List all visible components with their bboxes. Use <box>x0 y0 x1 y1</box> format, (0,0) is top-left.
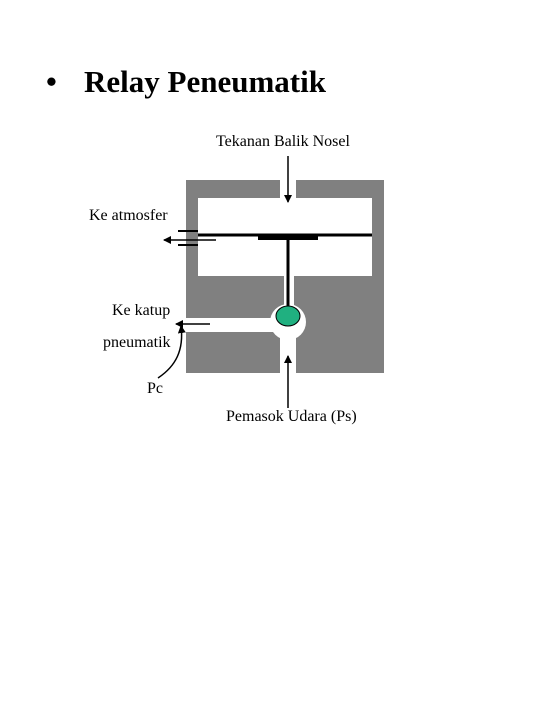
title-text: Relay Peneumatik <box>84 64 326 99</box>
slide-title: • Relay Peneumatik <box>46 64 326 100</box>
label-to-valve-line1: Ke katup <box>112 302 171 319</box>
diaphragm-plate <box>258 234 318 240</box>
label-supply-air: Pemasok Udara (Ps) <box>226 408 357 425</box>
ball-valve <box>275 305 301 327</box>
pc-pointer <box>157 325 186 379</box>
label-to-valve-line2: pneumatik <box>103 334 171 351</box>
label-to-atmosphere: Ke atmosfer <box>89 207 168 224</box>
outlet-passage <box>186 318 278 332</box>
label-pc: Pc <box>147 380 163 397</box>
bullet: • <box>46 64 57 99</box>
label-nozzle-back-pressure: Tekanan Balik Nosel <box>216 133 350 150</box>
